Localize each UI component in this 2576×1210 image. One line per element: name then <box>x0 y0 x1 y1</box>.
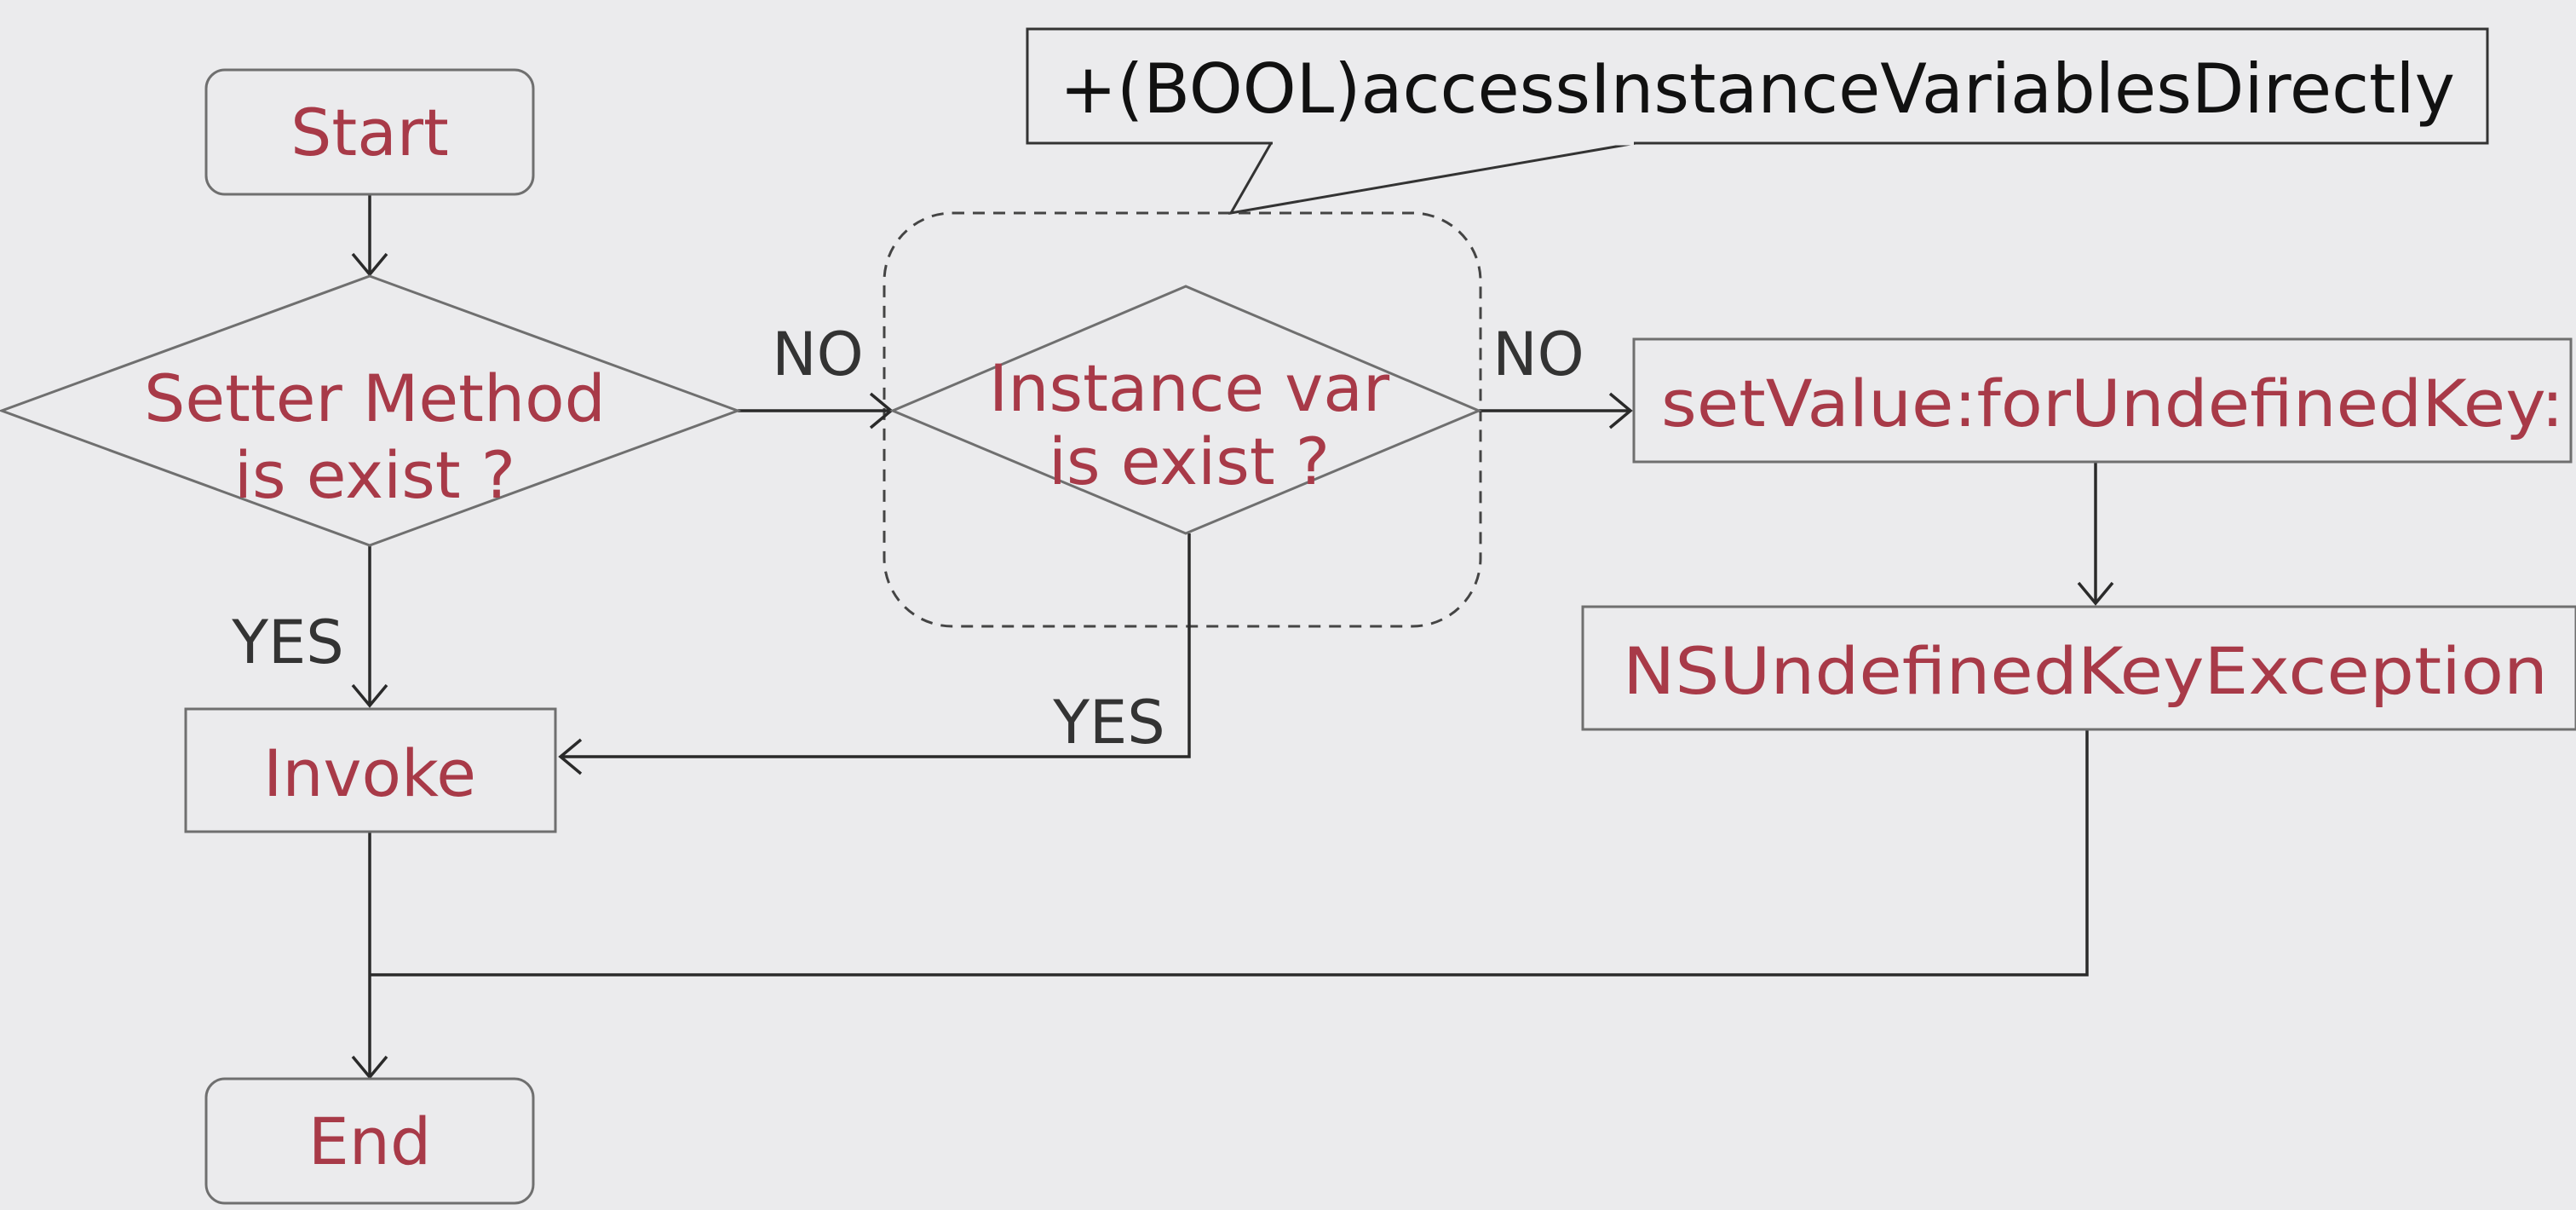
end-label: End <box>308 1103 431 1179</box>
callout-box <box>1026 27 2489 145</box>
node-undefined-key: setValue:forUndefinedKey: <box>1632 337 2573 464</box>
setter-check-label-line2: is exist ? <box>234 437 515 513</box>
arrowhead-invoke-top <box>351 683 388 708</box>
arrowhead-setter-check <box>351 252 388 277</box>
edge-label-ivar-yes: YES <box>1052 688 1164 758</box>
ivar-check-group <box>883 211 1482 628</box>
edges <box>351 194 2114 1080</box>
arrowhead-undefined-key <box>1608 392 1633 429</box>
edge-ivar-yes-to-invoke <box>562 533 1191 758</box>
arrowhead-exception <box>2077 581 2114 606</box>
node-exception: NSUndefinedKeyException <box>1581 605 2576 731</box>
arrowhead-invoke-right <box>558 738 583 775</box>
callout-label: +(BOOL)accessInstanceVariablesDirectly <box>1060 49 2455 129</box>
exception-label: NSUndefinedKeyException <box>1623 633 2548 709</box>
undefined-key-label: setValue:forUndefinedKey: <box>1661 366 2564 441</box>
setter-check-diamond <box>0 274 742 547</box>
ivar-check-diamond <box>889 285 1482 535</box>
node-invoke: Invoke <box>184 707 557 833</box>
callout-pointer <box>1228 141 1636 216</box>
node-ivar-check: Instance var is exist ? <box>889 285 1482 535</box>
edge-label-ivar-no: NO <box>1492 320 1584 389</box>
callout-access-ivars: +(BOOL)accessInstanceVariablesDirectly <box>1026 27 2489 216</box>
setter-check-label-line1: Setter Method <box>144 360 606 436</box>
ivar-check-label-line2: is exist ? <box>1049 424 1330 499</box>
start-label: Start <box>290 95 449 170</box>
edge-exception-to-merge <box>370 729 2089 977</box>
start-terminal <box>204 68 535 196</box>
node-setter-check: Setter Method is exist ? <box>0 274 742 547</box>
ivar-check-label-line1: Instance var <box>989 350 1390 426</box>
edge-label-setter-yes: YES <box>231 608 343 677</box>
node-end: End <box>204 1077 535 1205</box>
end-terminal <box>204 1077 535 1205</box>
edge-label-setter-no: NO <box>772 320 863 389</box>
node-start: Start <box>204 68 535 196</box>
invoke-label: Invoke <box>263 735 476 811</box>
exception-box <box>1581 605 2576 731</box>
invoke-box <box>184 707 557 833</box>
undefined-key-box <box>1632 337 2573 464</box>
arrowhead-end <box>351 1055 388 1080</box>
